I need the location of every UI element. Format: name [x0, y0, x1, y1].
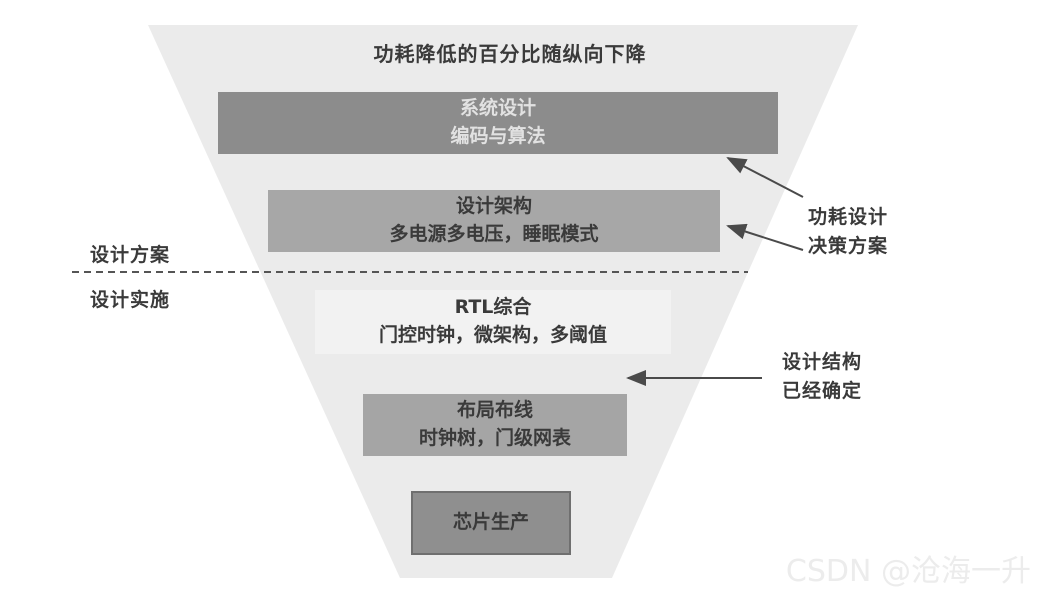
- stage-rtl-synthesis: RTL综合 门控时钟，微架构，多阈值: [315, 290, 671, 354]
- arrow-to-system-design: [726, 157, 804, 198]
- stage-detail: 多电源多电压，睡眠模式: [389, 223, 599, 245]
- note-line: 已经确定: [782, 379, 863, 402]
- note-line: 决策方案: [808, 234, 889, 257]
- stage-label: 芯片生产: [452, 511, 529, 534]
- label-design-implementation: 设计实施: [90, 289, 171, 311]
- stage-detail: 时钟树，门级网表: [418, 427, 571, 449]
- note-line: 设计结构: [782, 351, 863, 373]
- stage-chip-production: 芯片生产: [411, 491, 571, 555]
- stage-label: RTL综合: [454, 296, 532, 319]
- stage-architecture: 设计架构 多电源多电压，睡眠模式: [268, 190, 720, 252]
- stage-detail: 编码与算法: [450, 125, 546, 147]
- stage-label: 设计架构: [455, 195, 532, 218]
- label-design-plan: 设计方案: [90, 244, 171, 266]
- stage-place-and-route: 布局布线 时钟树，门级网表: [363, 394, 627, 456]
- watermark: CSDN @沧海一升: [785, 554, 1031, 589]
- stage-system-design: 系统设计 编码与算法: [218, 92, 778, 154]
- note-line: 功耗设计: [808, 206, 889, 228]
- arrow-to-architecture: [726, 223, 804, 251]
- note-power-decision: 功耗设计 决策方案: [808, 203, 888, 260]
- stage-label: 系统设计: [459, 97, 536, 120]
- stage-detail: 门控时钟，微架构，多阈值: [378, 324, 607, 346]
- diagram-title: 功耗降低的百分比随纵向下降: [373, 42, 647, 66]
- stage-label: 布局布线: [456, 399, 533, 422]
- note-structure-fixed: 设计结构 已经确定: [782, 348, 862, 405]
